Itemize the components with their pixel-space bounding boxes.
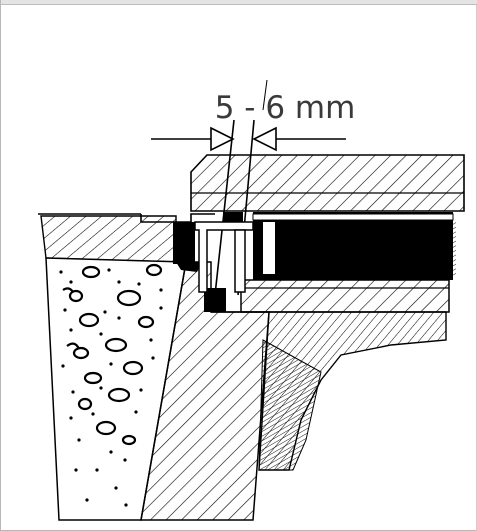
right-support (258, 311, 447, 471)
upper-slab (190, 154, 465, 212)
left-hatched-block (40, 215, 177, 263)
clamp-profile (194, 221, 254, 293)
window-top-strip (1, 0, 477, 5)
glazing-unit (252, 212, 456, 280)
dimension-label: 5 - 6 mm (215, 90, 356, 126)
lower-slab (240, 279, 450, 313)
